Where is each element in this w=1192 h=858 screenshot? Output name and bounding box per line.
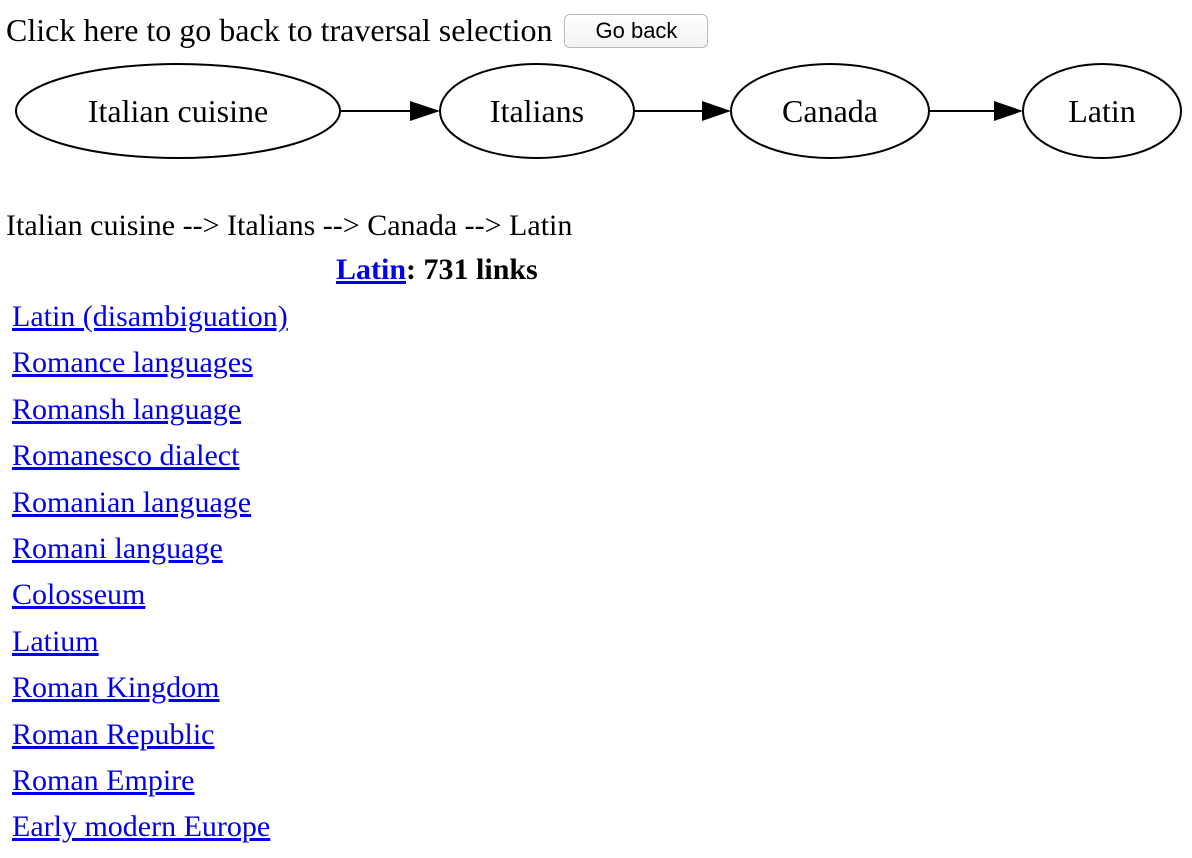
link-list: Latin (disambiguation) Romance languages… (12, 296, 288, 853)
graph-edge-1 (341, 101, 440, 121)
graph-edge-3 (929, 101, 1023, 121)
link-latin-disambiguation[interactable]: Latin (disambiguation) (12, 300, 288, 333)
traversal-path-text: Italian cuisine --> Italians --> Canada … (6, 209, 573, 242)
link-romanian-language[interactable]: Romanian language (12, 485, 252, 519)
list-item: Romanesco dialect (12, 435, 288, 481)
link-early-modern-europe[interactable]: Early modern Europe (12, 810, 271, 844)
graph-node-latin: Latin (1022, 63, 1182, 159)
link-roman-kingdom[interactable]: Roman Kingdom (12, 671, 220, 705)
graph-edge-2 (634, 101, 731, 121)
list-item: Roman Kingdom (12, 667, 288, 713)
list-item: Roman Republic (12, 714, 288, 760)
page-title-link[interactable]: Latin (336, 253, 407, 286)
list-item: Romani language (12, 528, 288, 574)
graph-node-italian-cuisine: Italian cuisine (15, 63, 341, 159)
list-item: Early modern Europe (12, 806, 288, 852)
graph-node-label: Latin (1068, 93, 1136, 129)
link-colosseum[interactable]: Colosseum (12, 578, 146, 612)
link-roman-republic[interactable]: Roman Republic (12, 717, 215, 751)
list-item: Romance languages (12, 342, 288, 388)
link-roman-empire[interactable]: Roman Empire (12, 763, 195, 797)
list-item: Colosseum (12, 574, 288, 620)
list-item: Latium (12, 621, 288, 667)
link-latium[interactable]: Latium (12, 624, 99, 658)
list-item: Romanian language (12, 482, 288, 528)
go-back-button[interactable]: Go back (564, 14, 709, 48)
list-item: Roman Empire (12, 760, 288, 806)
graph-node-canada: Canada (730, 63, 930, 159)
graph-node-label: Italian cuisine (88, 93, 268, 129)
traversal-graph: Italian cuisine Italians Canada Latin (15, 63, 1182, 159)
link-romani-language[interactable]: Romani language (12, 531, 223, 565)
graph-node-label: Italians (490, 93, 584, 129)
link-count: : 731 links (406, 253, 538, 286)
go-back-instruction: Click here to go back to traversal selec… (6, 12, 553, 48)
list-item: Romansh language (12, 389, 288, 435)
graph-node-italians: Italians (439, 63, 635, 159)
graph-node-label: Canada (782, 93, 878, 129)
link-romanesco-dialect[interactable]: Romanesco dialect (12, 439, 240, 473)
header-bar: Click here to go back to traversal selec… (6, 10, 709, 50)
link-romance-languages[interactable]: Romance languages (12, 346, 253, 380)
link-romansh-language[interactable]: Romansh language (12, 392, 242, 426)
links-heading: Latin: 731 links (336, 250, 538, 290)
list-item: Latin (disambiguation) (12, 296, 288, 342)
